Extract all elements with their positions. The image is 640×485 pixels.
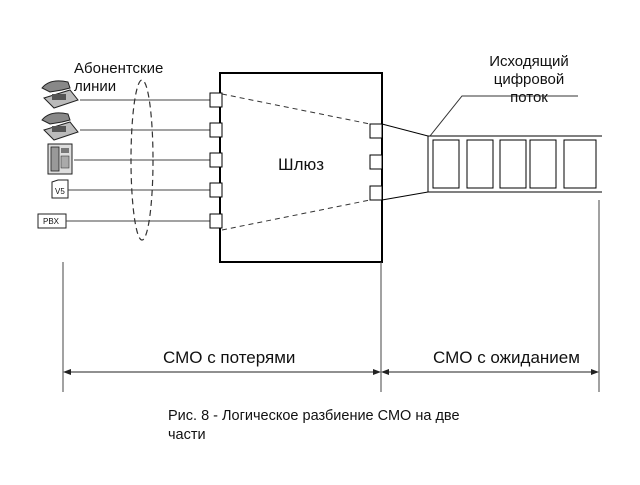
input-port — [209, 152, 223, 168]
input-port — [209, 122, 223, 138]
output-port — [369, 123, 383, 139]
v5-box-icon: V5 — [51, 179, 69, 199]
input-port — [209, 213, 223, 229]
stream-slot — [466, 139, 494, 189]
telephone-icon — [41, 80, 79, 109]
stream-leader-line — [429, 95, 578, 137]
loss-system-label: СМО с потерями — [163, 348, 296, 367]
telephone-icon — [41, 112, 79, 141]
pbx-label: PBX — [43, 217, 60, 226]
pbx-box-icon: PBX — [37, 213, 67, 229]
outgoing-stream-label: Исходящий цифровой поток — [489, 53, 569, 106]
input-port — [209, 182, 223, 198]
subscriber-lines-label: Абонентские линии — [74, 60, 164, 95]
boundary-lines — [62, 200, 600, 392]
lines-group-ellipse — [130, 79, 154, 241]
dimension-arrows — [63, 369, 599, 375]
output-port — [369, 154, 383, 170]
stream-slot — [432, 139, 460, 189]
output-port — [369, 185, 383, 201]
output-funnel — [381, 123, 429, 201]
subscriber-lines — [66, 99, 210, 222]
gateway-label: Шлюз — [278, 155, 325, 174]
fax-icon — [47, 143, 73, 175]
v5-label: V5 — [55, 187, 65, 196]
outgoing-stream — [427, 135, 602, 193]
concentration-lines — [221, 93, 371, 231]
figure-caption: Рис. 8 - Логическое разбиение СМО на две… — [168, 408, 460, 443]
waiting-system-label: СМО с ожиданием — [433, 348, 580, 367]
stream-slot — [529, 139, 557, 189]
input-ports — [209, 92, 223, 229]
output-ports — [369, 123, 383, 201]
input-port — [209, 92, 223, 108]
stream-slot — [499, 139, 527, 189]
stream-slot — [563, 139, 597, 189]
